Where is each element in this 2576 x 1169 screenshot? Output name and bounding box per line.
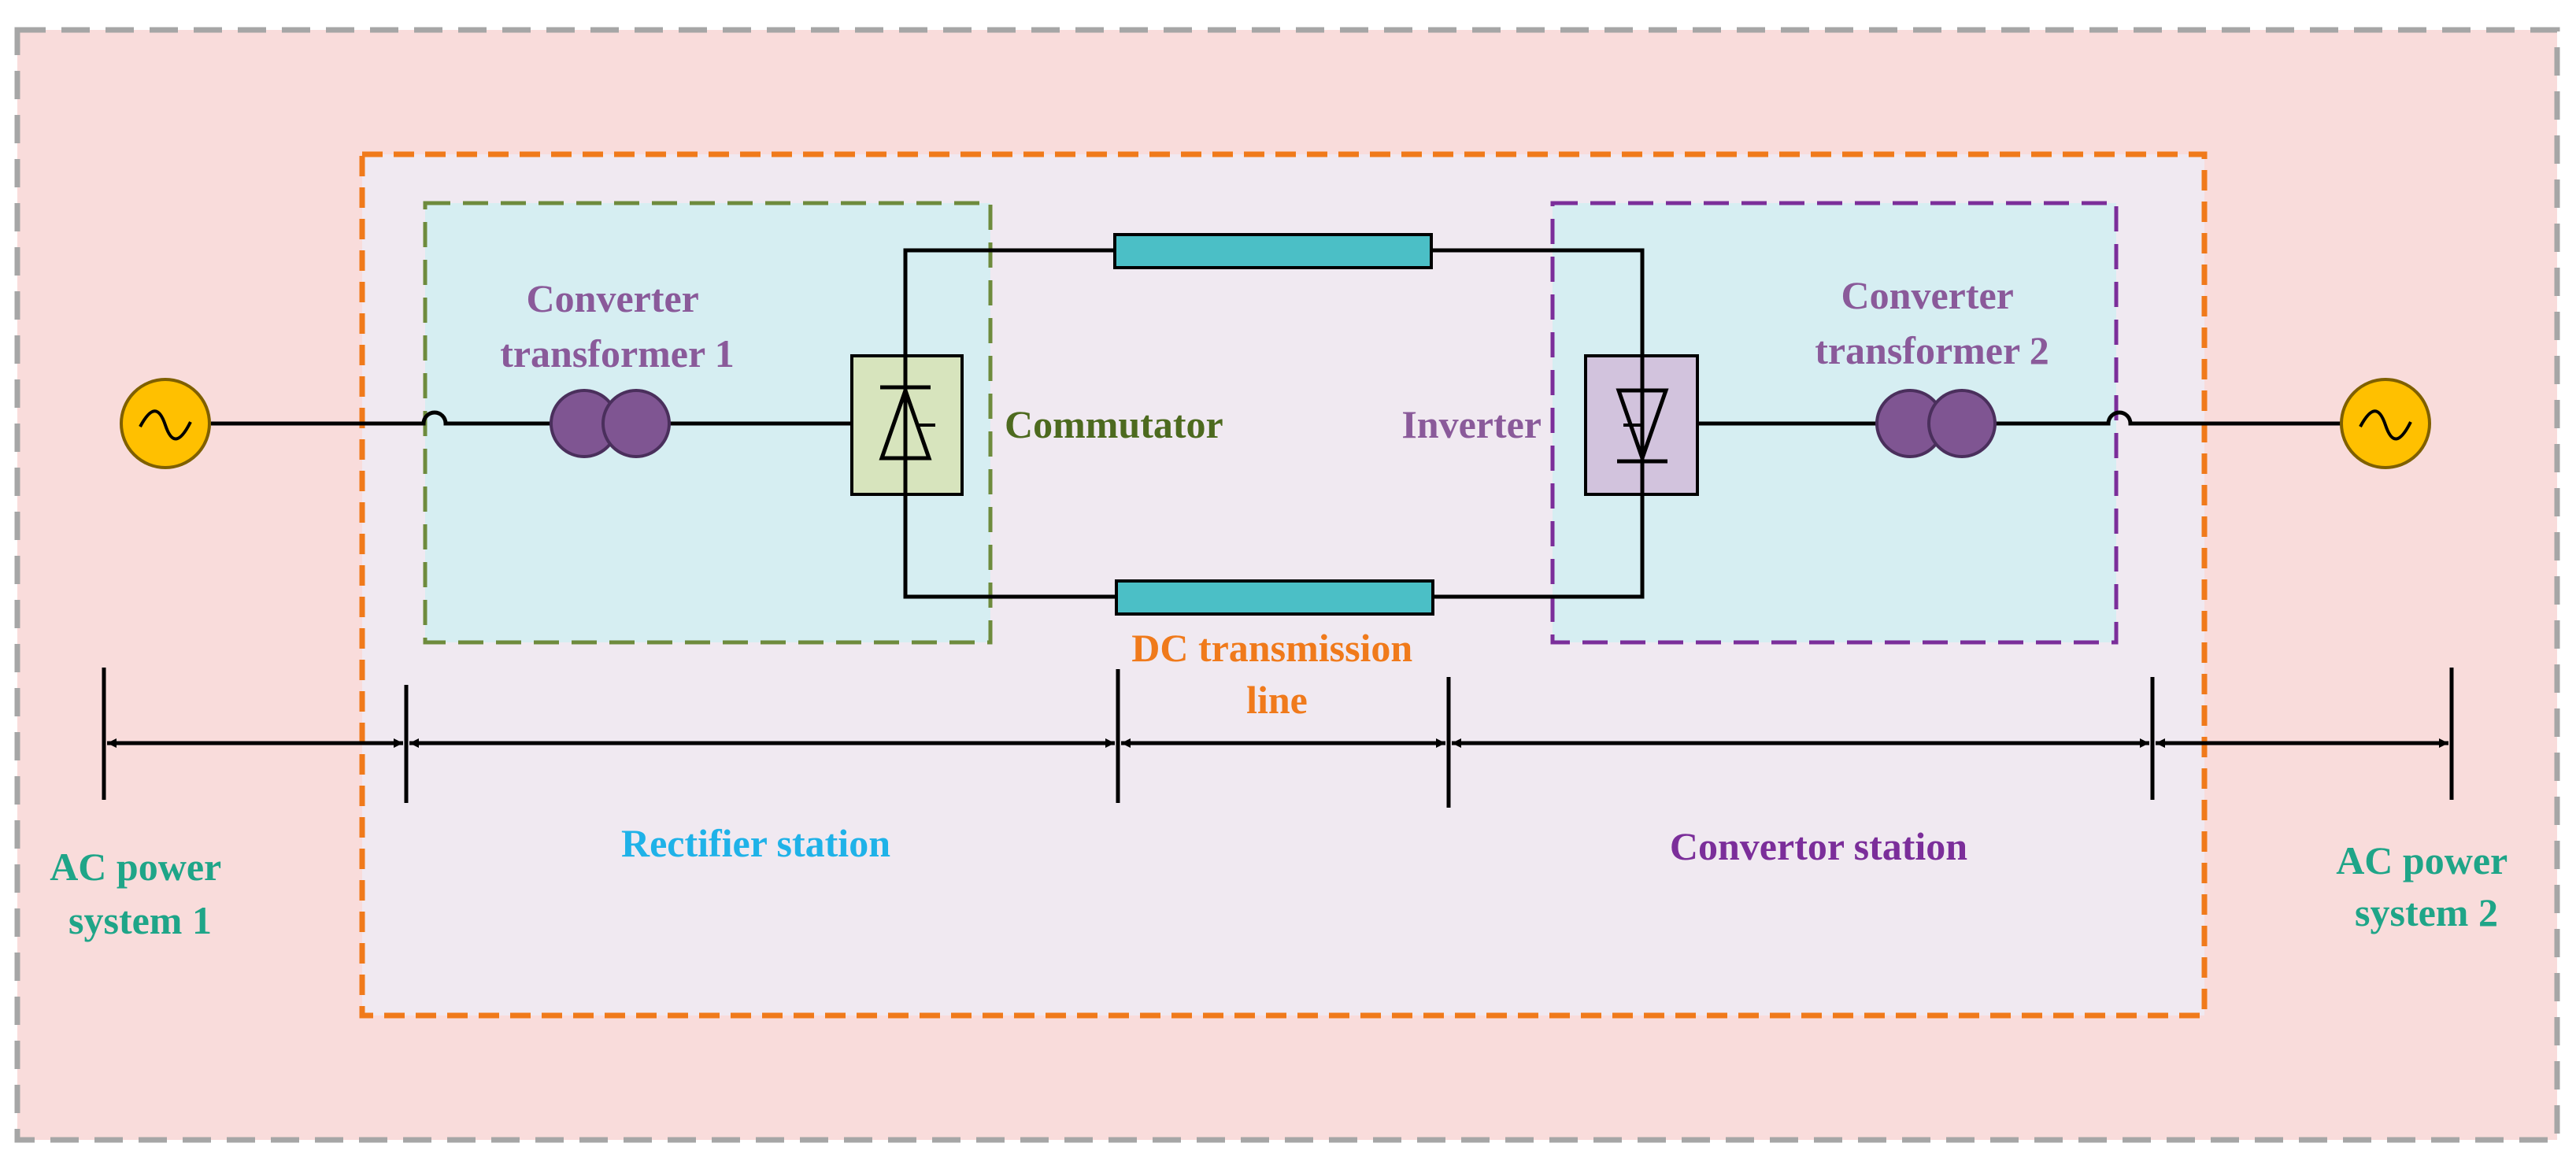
ac-line-left	[211, 410, 852, 426]
converter-transformer-2-label: Converter transformer 2	[1815, 273, 2049, 372]
ac-line-right	[1696, 410, 2345, 426]
dc-transmission-line-label: DC transmission line	[1131, 626, 1422, 722]
transformer-icon	[550, 389, 671, 458]
dc-transmission-bar-top	[1113, 233, 1433, 269]
ac-source-icon	[2340, 378, 2431, 469]
dc-transmission-bar-bottom	[1115, 579, 1434, 616]
ac-source-icon	[120, 378, 211, 469]
inverter-valve-icon	[1584, 354, 1699, 496]
transformer-icon	[1875, 389, 1997, 458]
rectifier-valve-icon	[850, 354, 964, 496]
dimension-lines	[102, 668, 2454, 808]
ac-power-system-2-label: AC power system 2	[2336, 838, 2517, 934]
inverter-label: Inverter	[1401, 402, 1542, 446]
commutator-label: Commutator	[1005, 402, 1223, 446]
ac-power-system-1-label: AC power system 1	[50, 845, 231, 942]
converter-transformer-1-label: Converter transformer 1	[500, 276, 735, 375]
rectifier-station-label: Rectifier station	[621, 821, 890, 865]
convertor-station-label: Convertor station	[1670, 824, 1967, 868]
